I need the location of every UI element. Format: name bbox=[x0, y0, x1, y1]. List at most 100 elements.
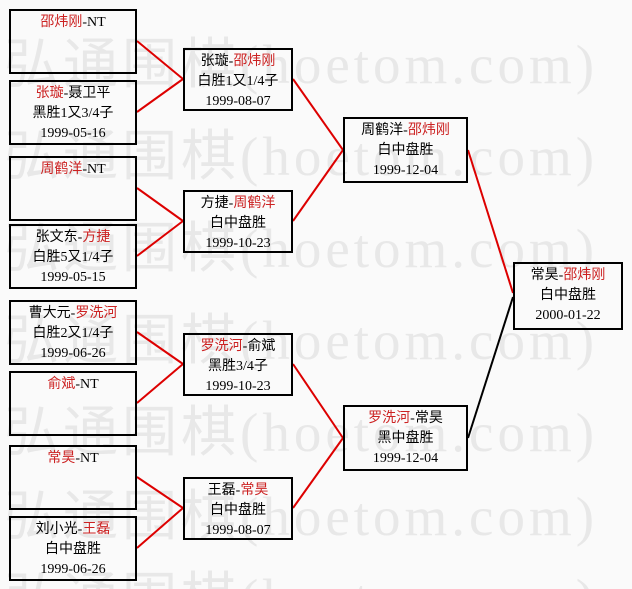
match-players: 常昊-邵炜刚 bbox=[515, 266, 621, 286]
player-name: 张璇- bbox=[200, 54, 234, 69]
connector-line bbox=[136, 331, 184, 365]
player-name-red: 方捷 bbox=[82, 230, 111, 245]
match-date: 1999-08-07 bbox=[205, 94, 271, 109]
match-date: 1999-12-04 bbox=[372, 163, 439, 178]
watermark-text: 弘通围棋(hoetom.com) bbox=[4, 402, 599, 463]
match-box-r2-1[interactable]: 张璇-邵炜刚 白胜1又1/4子 1999-08-07 bbox=[183, 48, 293, 111]
player-name-red: 王磊 bbox=[82, 522, 111, 537]
match-players: 罗洗河-常昊 bbox=[345, 409, 466, 429]
match-date: 2000-01-22 bbox=[535, 308, 601, 323]
player-name: 周鹤洋- bbox=[361, 123, 408, 138]
match-players: 周鹤洋-NT bbox=[11, 160, 135, 180]
player-name: 张文东- bbox=[35, 230, 83, 245]
match-players: 罗洗河-俞斌 bbox=[185, 337, 291, 357]
match-result: 白中盘胜 bbox=[45, 542, 101, 557]
connector-line bbox=[292, 363, 344, 439]
match-box-r2-3[interactable]: 罗洗河-俞斌 黑胜3/4子 1999-10-23 bbox=[183, 333, 293, 396]
match-box-r1-2[interactable]: 张璇-聂卫平 黑胜1又3/4子 1999-05-16 bbox=[9, 80, 137, 145]
match-players: 王磊-常昊 bbox=[185, 481, 291, 501]
player-name: 方捷- bbox=[200, 196, 234, 211]
player-name: -NT bbox=[75, 377, 99, 392]
match-result: 黑胜1又3/4子 bbox=[32, 106, 114, 121]
match-result: 白中盘胜 bbox=[377, 143, 434, 158]
player-name-red: 周鹤洋 bbox=[40, 162, 83, 177]
match-result: 白中盘胜 bbox=[210, 503, 266, 518]
player-name: -俞斌 bbox=[242, 339, 276, 354]
player-name: -常昊 bbox=[410, 411, 443, 426]
connector-line bbox=[136, 220, 184, 257]
match-players: 张璇-邵炜刚 bbox=[185, 52, 291, 72]
watermark-text: 弘通围棋(hoetom.com) bbox=[4, 570, 632, 589]
match-box-r1-4[interactable]: 张文东-方捷 白胜5又1/4子 1999-05-15 bbox=[9, 224, 137, 289]
match-box-semifinal-1[interactable]: 周鹤洋-邵炜刚 白中盘胜 1999-12-04 bbox=[343, 117, 468, 183]
connector-line bbox=[136, 78, 184, 113]
match-date: 1999-05-15 bbox=[40, 270, 106, 285]
match-date: 1999-10-23 bbox=[205, 379, 271, 394]
player-name-red: 常昊 bbox=[240, 483, 269, 498]
match-result: 白胜2又1/4子 bbox=[32, 326, 114, 341]
match-players: 张文东-方捷 bbox=[11, 228, 135, 248]
player-name-red: 罗洗河 bbox=[75, 306, 118, 321]
player-name-red: 罗洗河 bbox=[368, 411, 411, 426]
player-name-red: 周鹤洋 bbox=[233, 196, 276, 211]
connector-line bbox=[292, 78, 344, 151]
match-players: 周鹤洋-邵炜刚 bbox=[345, 121, 466, 141]
player-name: 刘小光- bbox=[35, 522, 83, 537]
match-box-r1-3[interactable]: 周鹤洋-NT bbox=[9, 156, 137, 221]
player-name-red: 俞斌 bbox=[47, 377, 76, 392]
connector-line bbox=[136, 40, 184, 80]
player-name-red: 邵炜刚 bbox=[40, 15, 83, 30]
player-name: -NT bbox=[75, 451, 99, 466]
connector-line bbox=[467, 149, 514, 294]
match-players: 张璇-聂卫平 bbox=[11, 84, 135, 104]
match-box-r1-1[interactable]: 邵炜刚-NT bbox=[9, 9, 137, 74]
match-result: 黑胜3/4子 bbox=[208, 359, 268, 374]
match-box-r2-2[interactable]: 方捷-周鹤洋 白中盘胜 1999-10-23 bbox=[183, 190, 293, 253]
match-box-r1-6[interactable]: 俞斌-NT bbox=[9, 371, 137, 436]
player-name: -聂卫平 bbox=[63, 86, 111, 101]
connector-line bbox=[467, 296, 514, 439]
connector-line bbox=[136, 476, 184, 509]
match-players: 方捷-周鹤洋 bbox=[185, 194, 291, 214]
connector-line bbox=[292, 437, 344, 509]
match-players: 曹大元-罗洗河 bbox=[11, 304, 135, 324]
match-players: 常昊-NT bbox=[11, 449, 135, 469]
match-box-r1-5[interactable]: 曹大元-罗洗河 白胜2又1/4子 1999-06-26 bbox=[9, 300, 137, 365]
match-date: 1999-06-26 bbox=[40, 562, 106, 577]
player-name: -NT bbox=[82, 162, 106, 177]
watermark-text: 弘通围棋(hoetom.com) bbox=[4, 310, 599, 371]
watermark-text: 弘通围棋(hoetom.com) bbox=[4, 34, 599, 95]
match-box-final[interactable]: 常昊-邵炜刚 白中盘胜 2000-01-22 bbox=[513, 262, 623, 330]
connector-line bbox=[292, 149, 344, 222]
match-players: 邵炜刚-NT bbox=[11, 13, 135, 33]
player-name-red: 邵炜刚 bbox=[233, 54, 276, 69]
match-box-r1-7[interactable]: 常昊-NT bbox=[9, 445, 137, 510]
player-name: 王磊- bbox=[207, 483, 241, 498]
match-result: 黑中盘胜 bbox=[377, 431, 434, 446]
player-name-red: 张璇 bbox=[35, 86, 64, 101]
watermark-text: 弘通围棋(hoetom.com) bbox=[4, 218, 599, 279]
match-box-semifinal-2[interactable]: 罗洗河-常昊 黑中盘胜 1999-12-04 bbox=[343, 405, 468, 471]
player-name-red: 罗洗河 bbox=[200, 339, 243, 354]
match-players: 俞斌-NT bbox=[11, 375, 135, 395]
match-date: 1999-06-26 bbox=[40, 346, 106, 361]
match-date: 1999-10-23 bbox=[205, 236, 271, 251]
match-box-r2-4[interactable]: 王磊-常昊 白中盘胜 1999-08-07 bbox=[183, 477, 293, 540]
connector-line bbox=[136, 187, 184, 222]
player-name-red: 邵炜刚 bbox=[407, 123, 450, 138]
match-date: 1999-12-04 bbox=[372, 451, 439, 466]
match-result: 白中盘胜 bbox=[210, 216, 266, 231]
player-name: 常昊- bbox=[530, 268, 564, 283]
player-name-red: 常昊 bbox=[47, 451, 76, 466]
connector-line bbox=[136, 363, 184, 404]
match-date: 1999-05-16 bbox=[40, 126, 106, 141]
match-players: 刘小光-王磊 bbox=[11, 520, 135, 540]
player-name-red: 邵炜刚 bbox=[563, 268, 606, 283]
player-name: 曹大元- bbox=[28, 306, 76, 321]
match-date: 1999-08-07 bbox=[205, 523, 271, 538]
connector-line bbox=[136, 507, 184, 549]
match-result: 白胜5又1/4子 bbox=[32, 250, 114, 265]
match-box-r1-8[interactable]: 刘小光-王磊 白中盘胜 1999-06-26 bbox=[9, 516, 137, 581]
match-result: 白胜1又1/4子 bbox=[197, 74, 279, 89]
